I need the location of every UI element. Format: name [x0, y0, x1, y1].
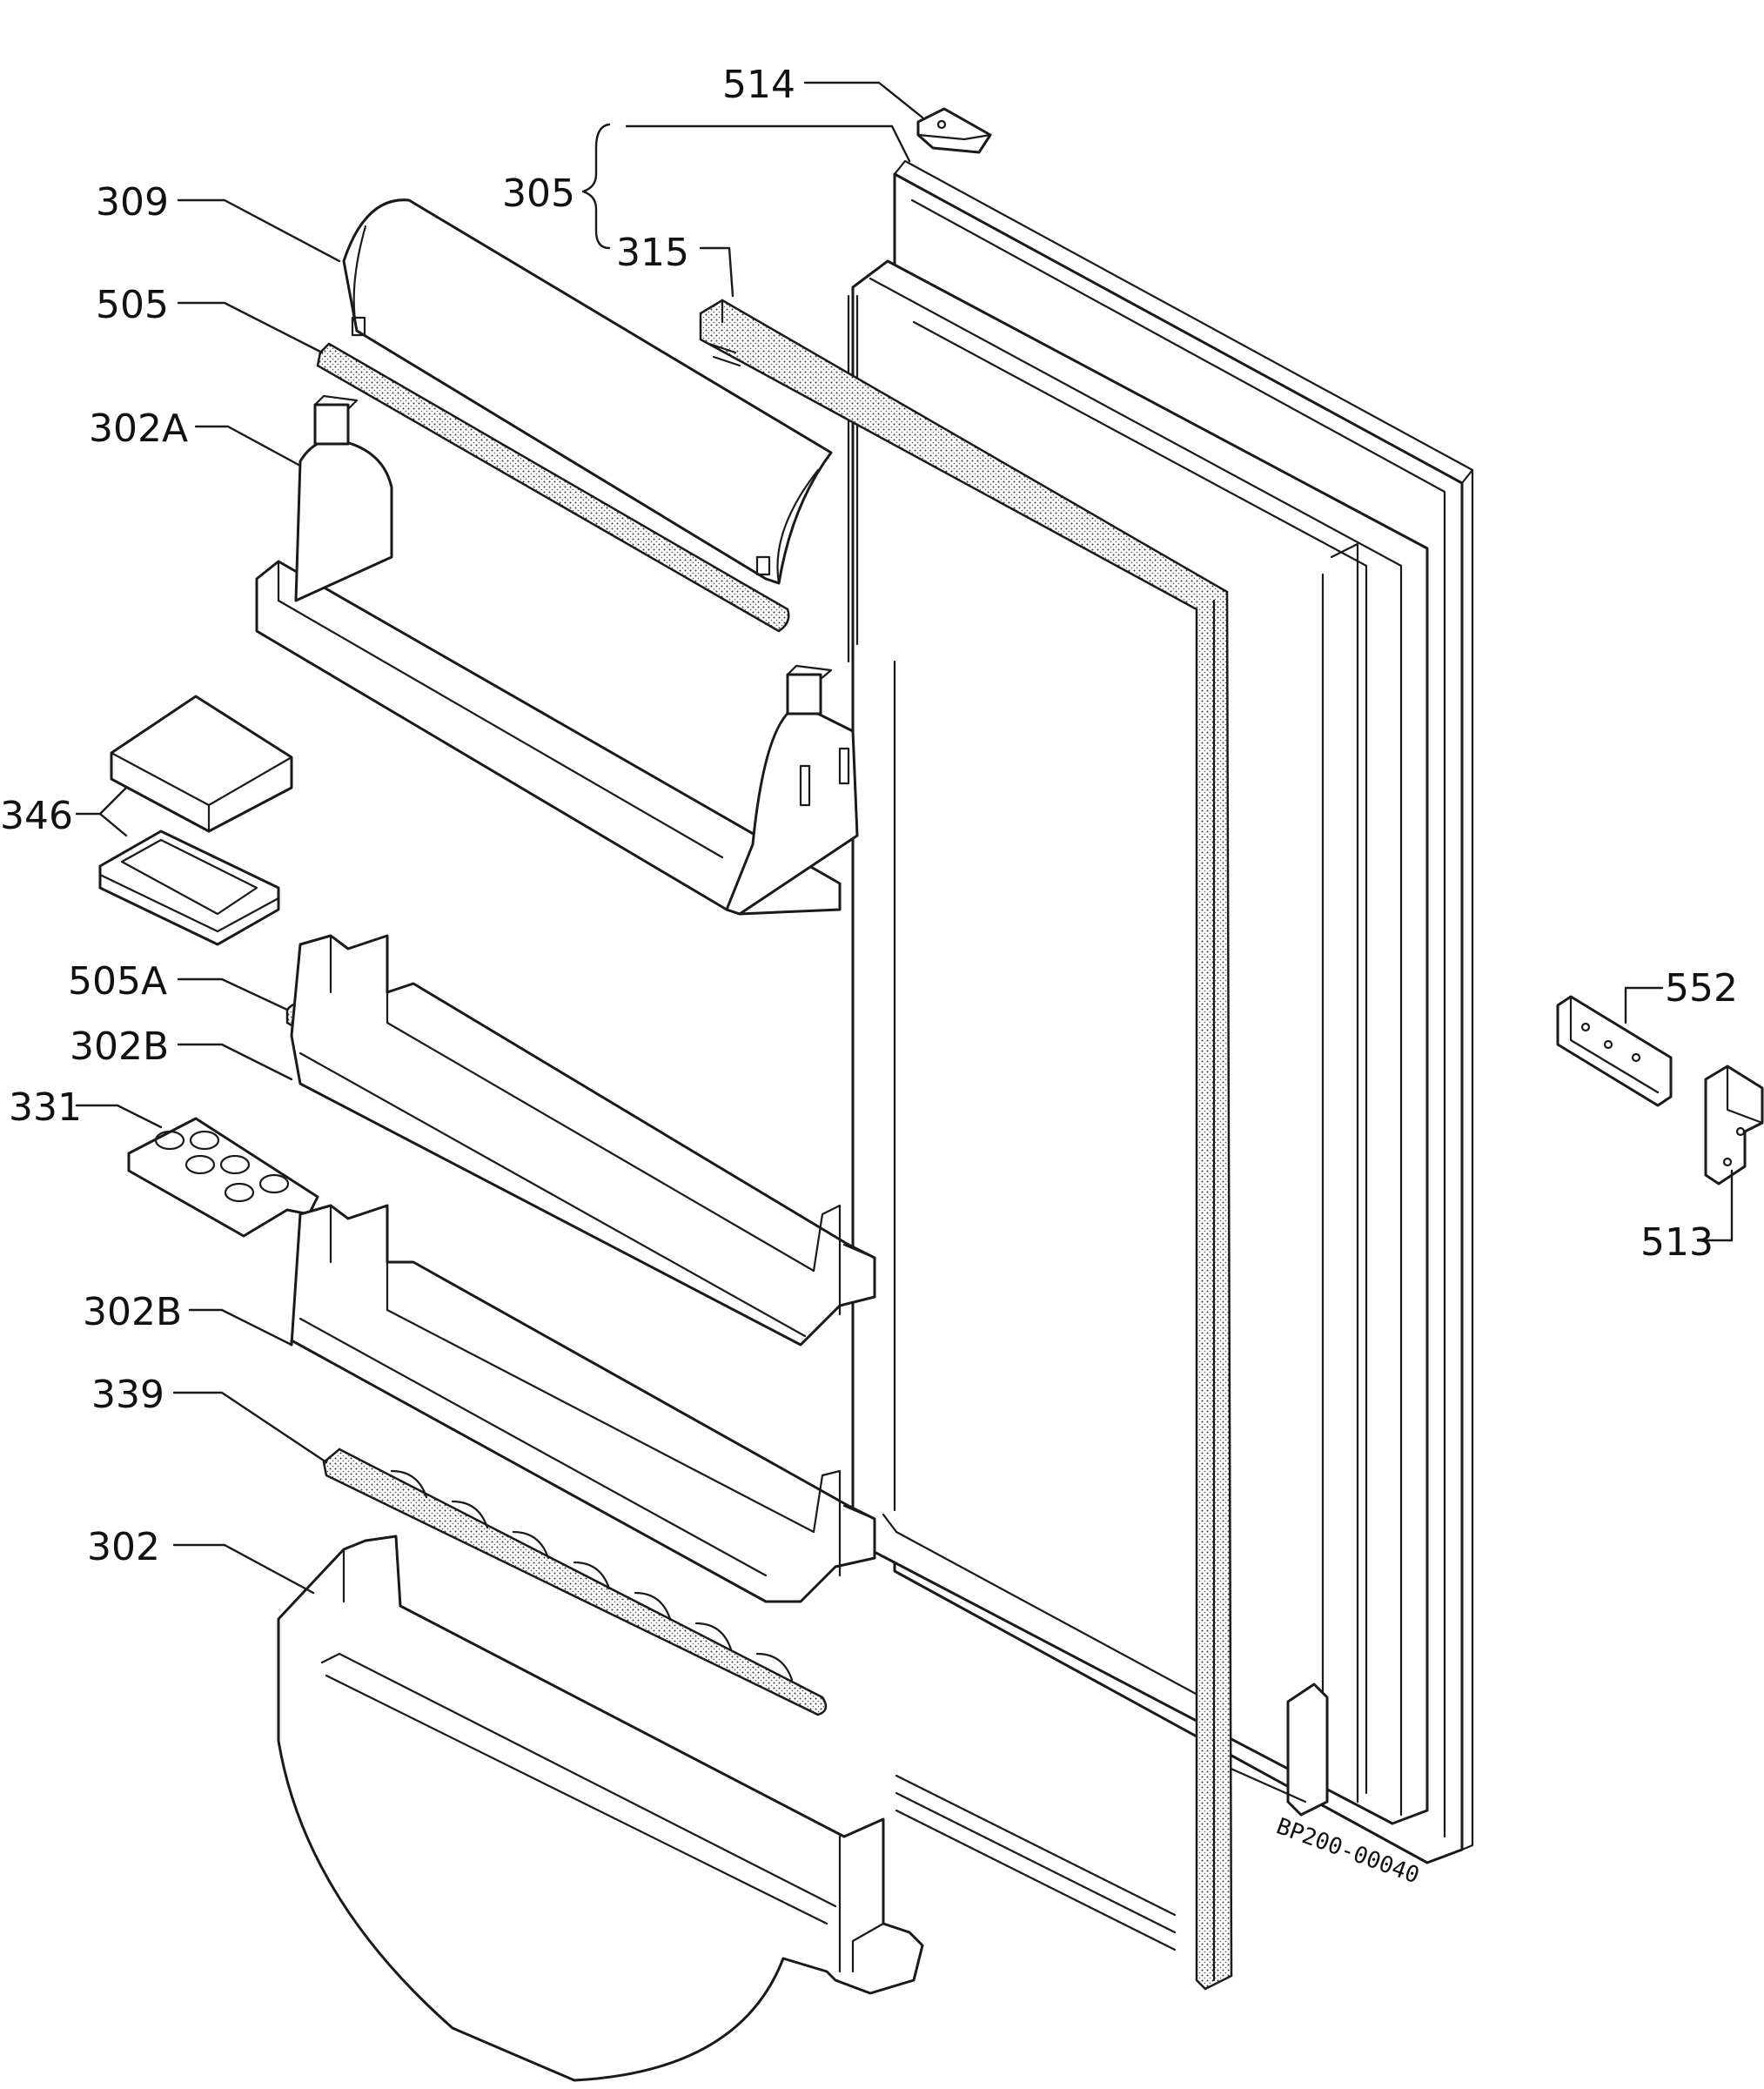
door-gasket: [699, 299, 1233, 1991]
hinge-bracket-513: [1704, 1065, 1764, 1186]
leader-305: [625, 124, 911, 163]
flap-rail: [316, 342, 790, 633]
leader-346: [75, 786, 128, 837]
leader-505A: [177, 977, 289, 1011]
butter-dish: [98, 695, 293, 946]
dairy-flap: [342, 198, 833, 585]
bottle-retainer: [322, 1448, 828, 1716]
leader-302B-upper: [177, 1043, 293, 1081]
callout-346: 346: [0, 794, 73, 838]
leader-305-brace: [581, 123, 611, 250]
door-panel: [847, 159, 1474, 1951]
leader-315: [699, 246, 734, 298]
callout-339: 339: [91, 1373, 164, 1417]
leader-302A: [194, 425, 302, 467]
callout-552: 552: [1665, 966, 1738, 1011]
callout-302B-upper: 302B: [70, 1024, 169, 1069]
leader-302: [172, 1543, 315, 1595]
callout-305: 305: [502, 171, 575, 216]
top-door-shelf: [255, 394, 859, 916]
callout-315: 315: [616, 231, 689, 275]
leader-339: [172, 1391, 328, 1464]
egg-tray: [127, 1117, 319, 1238]
hinge-552: [1556, 995, 1673, 1107]
leader-513: [1704, 1169, 1734, 1242]
callout-513: 513: [1640, 1220, 1714, 1265]
bottom-door-shelf: [277, 1535, 924, 2082]
callout-505A: 505A: [68, 959, 167, 1004]
callout-302B-lower: 302B: [83, 1290, 182, 1334]
leader-302B-lower: [188, 1308, 293, 1347]
leader-lines: [75, 81, 1734, 1595]
callout-302A: 302A: [89, 406, 188, 451]
hinge-cap: [916, 107, 992, 154]
callout-514: 514: [722, 63, 795, 107]
middle-door-shelf-upper: [290, 934, 876, 1347]
leader-309: [177, 198, 341, 263]
callout-505: 505: [96, 283, 169, 327]
leader-505: [177, 301, 324, 354]
leader-514: [803, 81, 924, 119]
callout-331: 331: [9, 1085, 82, 1130]
callout-302: 302: [87, 1525, 160, 1569]
leader-552: [1624, 986, 1664, 1024]
middle-door-shelf-lower: [290, 1204, 876, 1603]
callouts: 514 305 315 309 505 302A 346 505A 302B 3…: [0, 63, 1738, 1889]
leader-331: [75, 1104, 163, 1129]
callout-309: 309: [96, 180, 169, 225]
